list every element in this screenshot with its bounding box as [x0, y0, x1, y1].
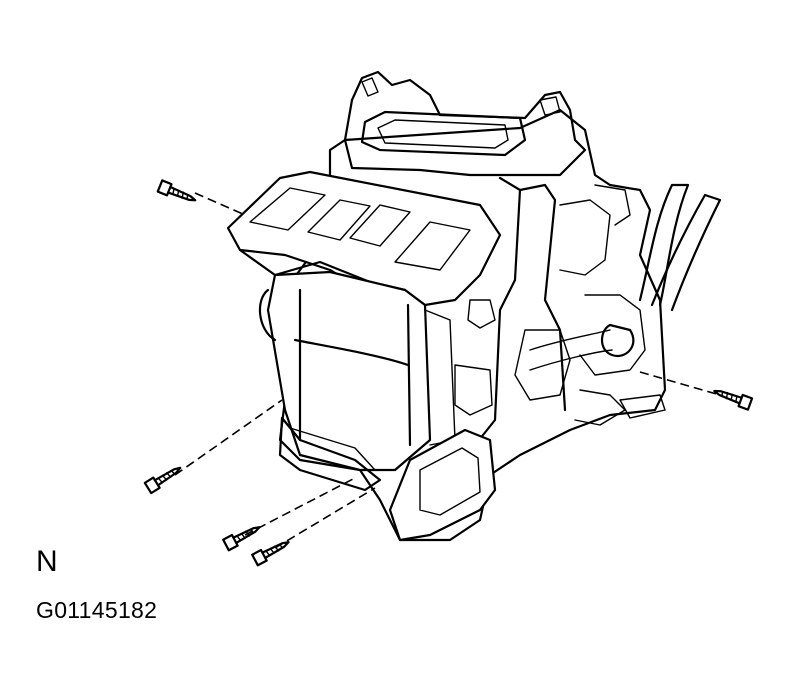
screw-leader-lines	[174, 192, 721, 549]
coolant-pipes	[529, 183, 722, 371]
screw-right	[713, 389, 754, 411]
foot-duct-outlet	[388, 428, 497, 542]
blower-case	[258, 270, 456, 492]
screw-lower-2	[251, 541, 290, 567]
screw-left	[143, 466, 182, 495]
screw-upper-left	[156, 179, 197, 202]
view-letter: N	[36, 545, 58, 578]
screw-lower-1	[222, 526, 261, 552]
figure-code: G01145182	[36, 597, 158, 623]
